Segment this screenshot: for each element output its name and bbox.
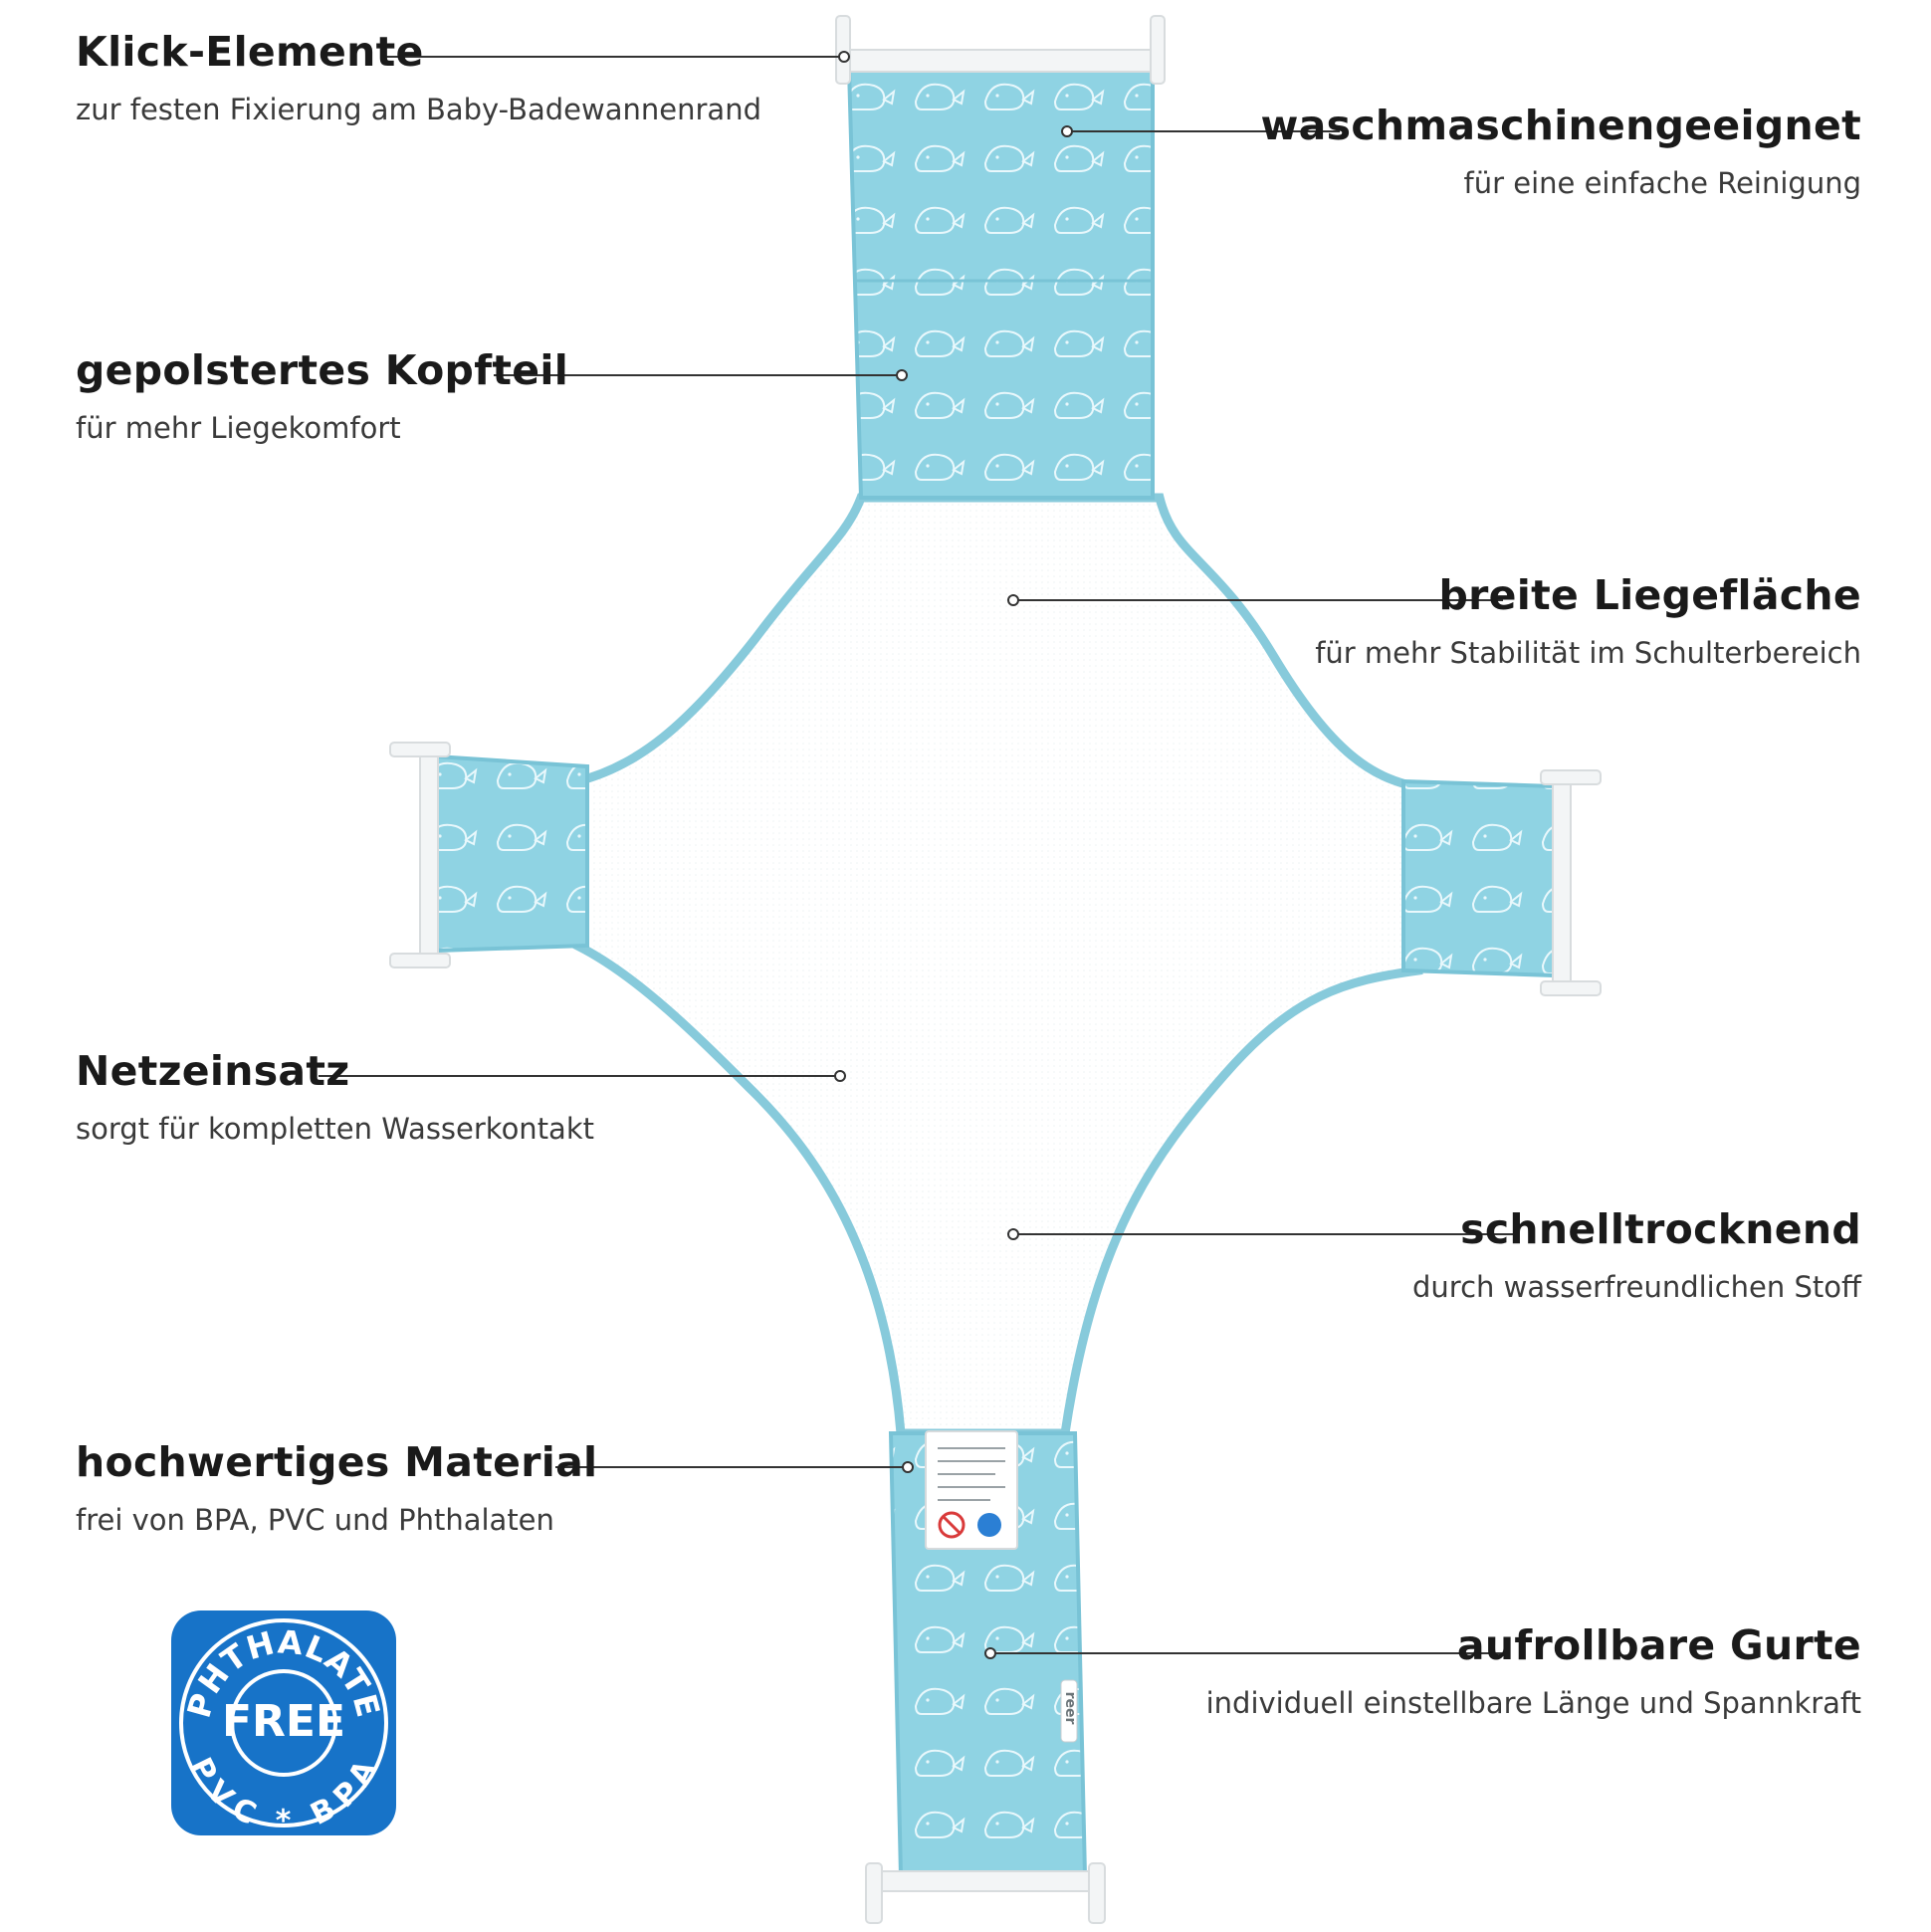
clip-bottom [875,1870,1096,1892]
feature-netzeinsatz: Netzeinsatz sorgt für kompletten Wasserk… [76,1047,594,1147]
clip-left [419,748,439,961]
svg-text:PVC * BPA: PVC * BPA [183,1752,384,1835]
badge-center-text: FREE [221,1696,346,1747]
feature-title: Klick-Elemente [76,28,424,76]
feature-schnelltrocknend: schnelltrocknend durch wasserfreundliche… [1412,1205,1861,1305]
feature-title: gepolstertes Kopfteil [76,346,569,394]
clip-right [1552,775,1572,988]
feature-title: breite Liegefläche [1438,571,1861,619]
feature-subtitle: durch wasserfreundlichen Stoff [1412,1270,1861,1305]
leader-lines [319,51,1515,1659]
badge-ring: PHTHALATE PVC * BPA [179,1618,388,1835]
feature-subtitle: für mehr Liegekomfort [76,411,401,446]
feature-subtitle: zur festen Fixierung am Baby-Badewannenr… [76,93,761,127]
feature-klick-elemente: Klick-Elemente zur festen Fixierung am B… [76,28,761,127]
feature-title: aufrollbare Gurte [1456,1621,1861,1669]
feature-waschmaschinengeeignet: waschmaschinengeeignet für eine einfache… [1260,102,1861,201]
feature-liegeflaeche: breite Liegefläche für mehr Stabilität i… [1315,571,1861,671]
feature-gurte: aufrollbare Gurte individuell einstellba… [1205,1621,1861,1721]
feature-subtitle: sorgt für kompletten Wasserkontakt [76,1112,594,1147]
care-label [925,1430,1018,1550]
mesh-insert [572,493,1423,1438]
clip-top [837,49,1163,73]
feature-title: schnelltrocknend [1460,1205,1861,1253]
feature-kopfteil: gepolstertes Kopfteil für mehr Liegekomf… [76,346,569,446]
brand-tag: reer [1062,1691,1078,1725]
feature-subtitle: für mehr Stabilität im Schulterbereich [1315,636,1861,671]
left-strap [434,753,589,954]
feature-title: waschmaschinengeeignet [1260,102,1861,149]
feature-title: Netzeinsatz [76,1047,350,1095]
feature-subtitle: für eine einfache Reinigung [1463,166,1861,201]
feature-title: hochwertiges Material [76,1438,598,1486]
feature-material: hochwertiges Material frei von BPA, PVC … [76,1438,598,1538]
feature-subtitle: individuell einstellbare Länge und Spann… [1205,1686,1861,1721]
phthalate-free-badge: PHTHALATE PVC * BPA FREE [171,1610,396,1835]
feature-subtitle: frei von BPA, PVC und Phthalaten [76,1503,554,1538]
badge-bottom-text: PVC * BPA [183,1752,381,1835]
right-strap [1401,778,1557,978]
